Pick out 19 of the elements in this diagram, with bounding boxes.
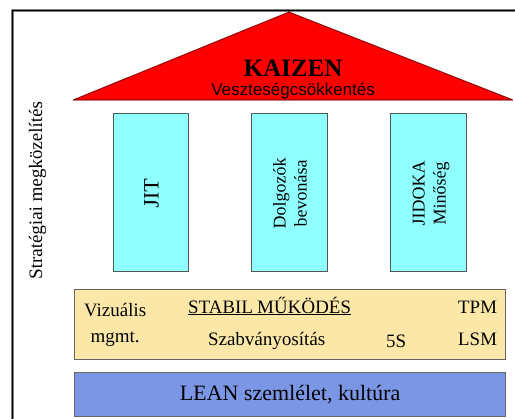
band-heading: STABIL MŰKÖDÉS (188, 298, 351, 319)
foundation-band (74, 289, 506, 360)
band-label: 5S (386, 332, 406, 353)
roof-triangle (73, 11, 513, 101)
pillar-box (113, 113, 189, 272)
foundation-band (74, 372, 506, 417)
pillar-box (390, 113, 467, 272)
roof-title: KAIZEN (244, 55, 342, 82)
band-label: Vizuális mgmt. (82, 299, 148, 349)
pillar-label: JIT (138, 176, 164, 210)
pillar-box (251, 113, 328, 272)
band-label: LEAN szemlélet, kultúra (180, 381, 400, 406)
band-label: TPM (458, 298, 497, 319)
roof-subtitle: Veszteségcsökkentés (211, 81, 375, 100)
side-label: Stratégiai megközelítés (26, 101, 48, 279)
band-label: Szabványosítás (208, 330, 326, 351)
pillar-label: JIDOKA Minőség (408, 159, 450, 228)
pillar-label: Dolgozók bevonása (268, 156, 310, 230)
band-label: LSM (458, 330, 497, 351)
